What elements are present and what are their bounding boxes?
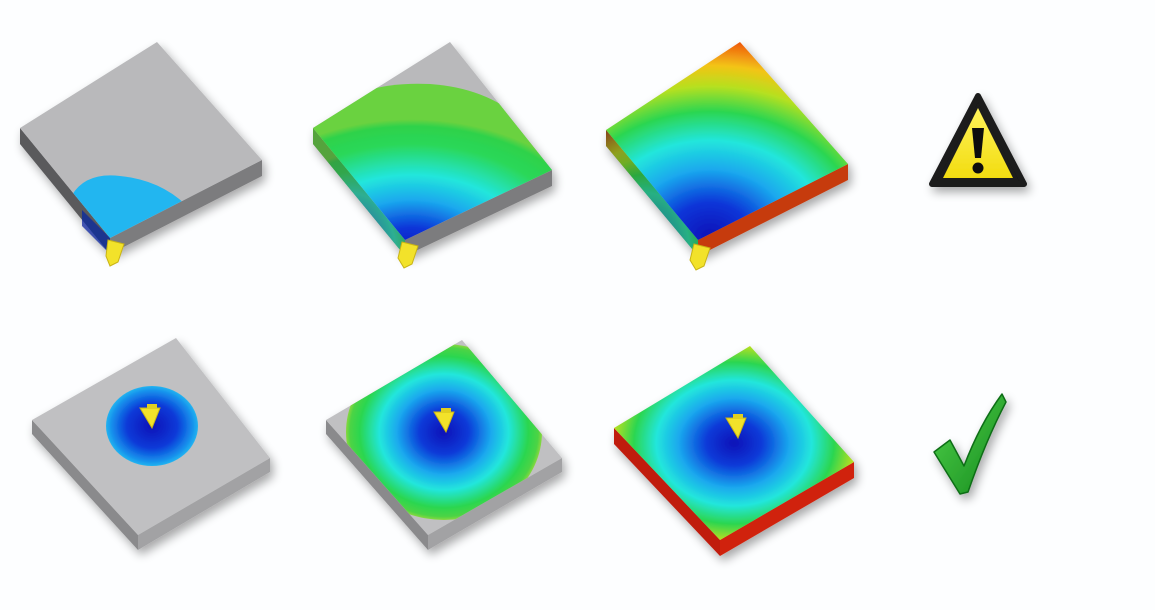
row2-plate-full — [614, 346, 854, 556]
checkmark-icon — [933, 393, 1007, 495]
row1-gate-2 — [397, 241, 419, 269]
row2-gate-3 — [725, 414, 747, 440]
row2-gate-2 — [433, 408, 455, 434]
row1-plate-half — [313, 42, 552, 256]
row2-plate-half — [326, 340, 562, 550]
row1-gate-1 — [105, 239, 125, 267]
row2-plate-partial — [32, 338, 270, 550]
row2-gate-1 — [139, 404, 161, 430]
row1-plate-full — [606, 42, 848, 256]
row1-gate-3 — [689, 243, 711, 271]
warning-icon — [929, 93, 1027, 187]
row1-plate-partial — [20, 42, 262, 254]
